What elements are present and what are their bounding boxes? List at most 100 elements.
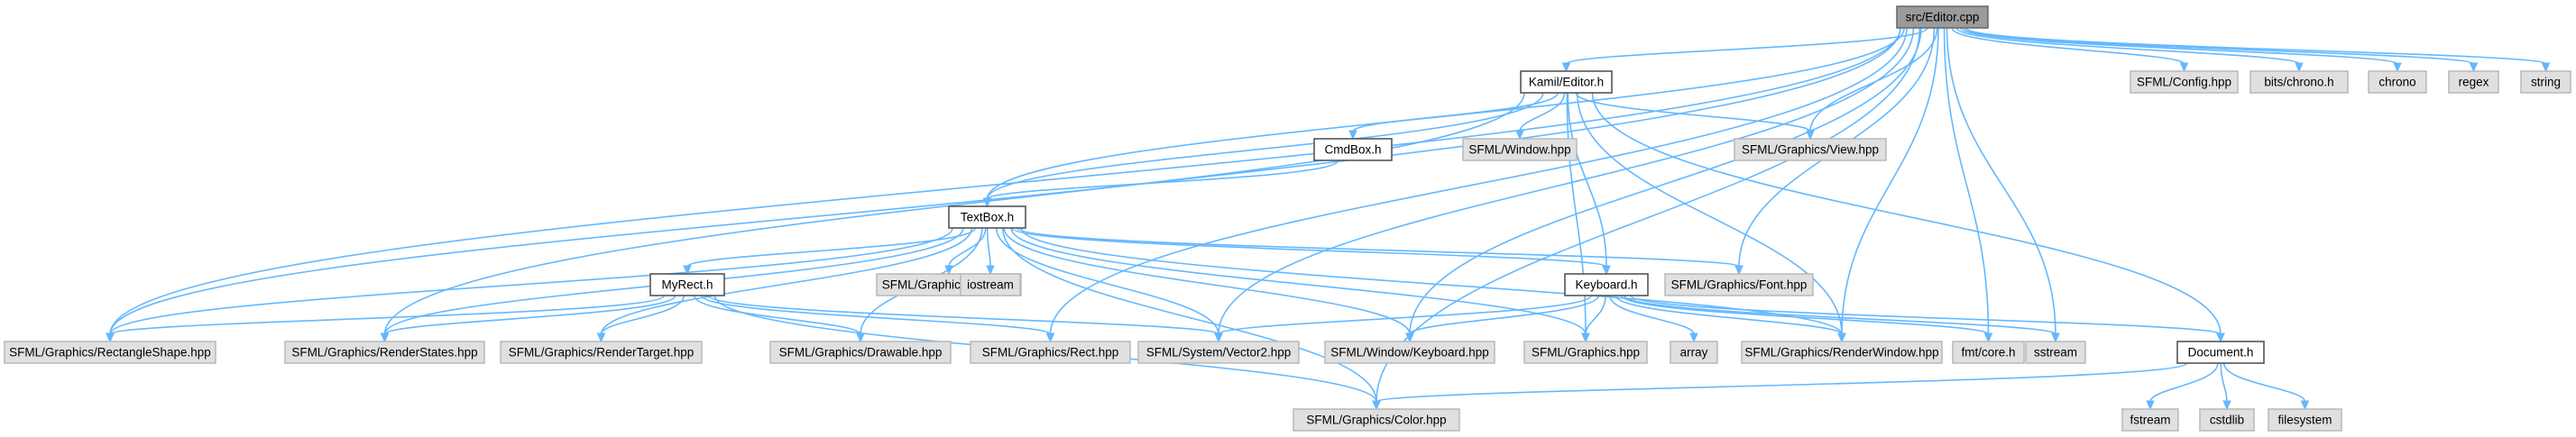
edge-arrowhead [1561, 62, 1571, 73]
edge-line [2149, 362, 2219, 403]
edge-line [2220, 362, 2228, 403]
dependency-edge [1575, 92, 1815, 141]
dependency-edge [1348, 92, 1559, 141]
node-rendertarget: SFML/Graphics/RenderTarget.hpp [500, 341, 703, 364]
node-vector2: SFML/System/Vector2.hpp [1137, 341, 1300, 364]
edge-arrowhead [986, 265, 995, 276]
node-label: Kamil/Editor.h [1529, 76, 1604, 89]
dependency-edge [2222, 362, 2310, 411]
edge-line [1011, 227, 1607, 268]
node-rect: SFML/Graphics/Rect.hpp [970, 341, 1131, 364]
dependency-edge [1011, 227, 1611, 276]
edge-arrowhead [982, 197, 992, 208]
node-chrono: chrono [2368, 70, 2427, 94]
edge-line [1621, 295, 1990, 335]
node-document-h[interactable]: Document.h [2176, 341, 2265, 364]
edge-line [1965, 27, 2547, 65]
node-label: SFML/Graphics/RenderWindow.hpp [1744, 346, 1938, 360]
dependency-edge [380, 295, 676, 343]
edge-line [1001, 227, 1377, 403]
node-box [960, 273, 1021, 296]
node-box [948, 205, 1026, 229]
edge-line [1566, 92, 1587, 335]
node-box [970, 341, 1131, 364]
node-label: SFML/Graphics/Drawable.hpp [779, 346, 943, 360]
dependency-edge [1017, 227, 1743, 276]
edge-line [693, 295, 861, 335]
dependency-edges [106, 27, 2551, 411]
node-box [2199, 408, 2255, 432]
node-label: chrono [2378, 76, 2415, 89]
edge-arrowhead [1734, 265, 1743, 276]
node-box [1462, 138, 1578, 161]
node-box [2025, 341, 2086, 364]
node-label: array [1680, 346, 1708, 360]
edge-line [1565, 27, 1928, 65]
edge-line [383, 295, 676, 335]
edge-arrowhead [1689, 332, 1698, 343]
dependency-edge [1621, 295, 1993, 343]
node-view: SFML/Graphics/View.hpp [1734, 138, 1887, 161]
node-label: src/Editor.cpp [1906, 11, 1980, 24]
edge-line [600, 227, 973, 335]
node-box [1137, 341, 1300, 364]
dependency-edge [1581, 295, 1606, 343]
node-label: fstream [2130, 414, 2170, 427]
node-myrect[interactable]: MyRect.h [649, 273, 725, 296]
node-label: SFML/Graphics/Font.hpp [1671, 278, 1808, 292]
edge-line [707, 295, 1219, 335]
node-box [649, 273, 725, 296]
edge-arrowhead [1515, 130, 1524, 141]
node-renderstates: SFML/Graphics/RenderStates.hpp [284, 341, 485, 364]
node-label: filesystem [2277, 414, 2332, 427]
node-label: SFML/Window.hpp [1468, 143, 1570, 157]
node-box [2268, 408, 2342, 432]
node-textbox[interactable]: TextBox.h [948, 205, 1026, 229]
node-box [2520, 70, 2571, 94]
edge-line [986, 227, 991, 268]
node-label: sstream [2034, 346, 2077, 360]
dependency-edge [106, 295, 666, 343]
node-label: string [2531, 76, 2561, 89]
node-box [2368, 70, 2427, 94]
node-box [1324, 341, 1495, 364]
dependency-edge [1515, 92, 1566, 141]
node-keyboard-h[interactable]: Keyboard.h [1564, 273, 1649, 296]
node-box [2448, 70, 2499, 94]
node-box [1523, 341, 1648, 364]
edge-line [1218, 27, 1915, 335]
dependency-edge [1959, 27, 2402, 73]
dependency-edge [982, 159, 1339, 208]
edge-line [1352, 92, 1559, 132]
edge-arrowhead [2216, 332, 2225, 343]
dependency-edge [1624, 295, 2060, 343]
edge-line [986, 159, 1339, 200]
node-editor-cpp[interactable]: src/Editor.cpp [1896, 5, 1989, 29]
node-box [1520, 70, 1613, 94]
node-cmdbox[interactable]: CmdBox.h [1313, 138, 1393, 161]
edge-arrowhead [2541, 62, 2551, 73]
edge-line [1049, 27, 1908, 335]
edge-line [1959, 27, 2398, 65]
edge-line [109, 227, 953, 335]
dependency-edge [1561, 27, 1928, 73]
dependency-edge [982, 92, 1544, 208]
edge-arrowhead [1837, 332, 1846, 343]
edge-arrowhead [2300, 400, 2310, 411]
node-graphics: SFML/Graphics.hpp [1523, 341, 1648, 364]
node-editor-h[interactable]: Kamil/Editor.h [1520, 70, 1613, 94]
edge-line [1218, 295, 1592, 335]
edge-arrowhead [1581, 332, 1590, 343]
node-box [1293, 408, 1460, 432]
edge-line [1567, 92, 1607, 268]
node-box [1734, 138, 1887, 161]
node-sstream: sstream [2025, 341, 2086, 364]
dependency-edge [1214, 295, 1592, 343]
node-label: SFML/Graphics/RectangleShape.hpp [9, 346, 211, 360]
node-box [1952, 341, 2025, 364]
node-label: SFML/Graphics/RenderStates.hpp [291, 346, 477, 360]
edge-line [1576, 92, 1843, 335]
node-fstream: fstream [2121, 408, 2179, 432]
node-label: Document.h [2188, 346, 2254, 360]
